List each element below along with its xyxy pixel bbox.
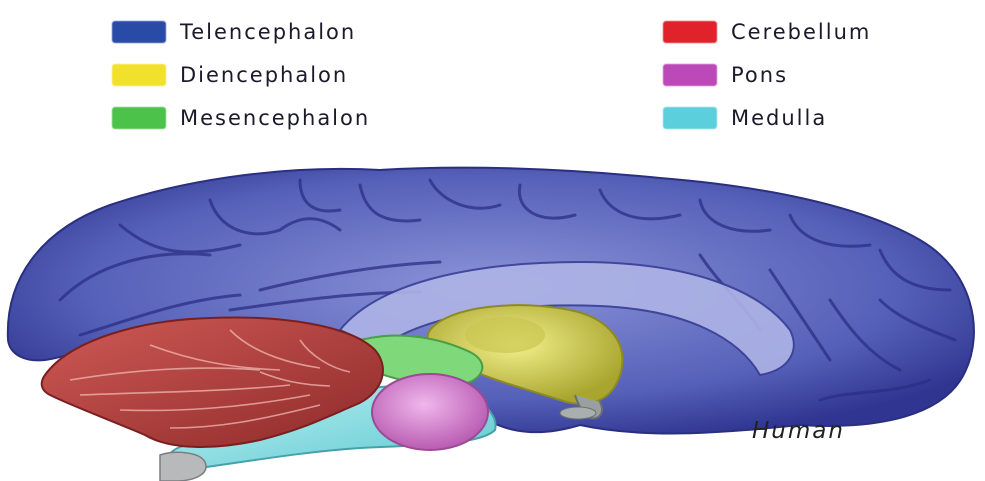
legend-label: Telencephalon	[180, 20, 356, 44]
legend-label: Diencephalon	[180, 63, 348, 87]
spinal-cord-cut	[160, 452, 206, 481]
mesencephalon-swatch	[112, 107, 166, 129]
legend-label: Medulla	[731, 106, 827, 130]
diencephalon-swatch	[112, 64, 166, 86]
medulla-swatch	[663, 107, 717, 129]
pituitary-gland	[560, 407, 596, 419]
cerebellum-swatch	[663, 21, 717, 43]
legend-item-medulla: Medulla	[663, 105, 827, 131]
legend-item-diencephalon: Diencephalon	[112, 62, 348, 88]
pons-swatch	[663, 64, 717, 86]
telencephalon-swatch	[112, 21, 166, 43]
legend-item-pons: Pons	[663, 62, 788, 88]
caption-human: Human	[752, 418, 845, 444]
legend-label: Pons	[731, 63, 788, 87]
legend-label: Mesencephalon	[180, 106, 370, 130]
legend-item-cerebellum: Cerebellum	[663, 19, 871, 45]
legend: Telencephalon Diencephalon Mesencephalon…	[0, 0, 985, 150]
thalamus-mark	[465, 317, 545, 353]
legend-item-mesencephalon: Mesencephalon	[112, 105, 370, 131]
legend-label: Cerebellum	[731, 20, 871, 44]
pons-region	[372, 374, 488, 450]
legend-item-telencephalon: Telencephalon	[112, 19, 356, 45]
